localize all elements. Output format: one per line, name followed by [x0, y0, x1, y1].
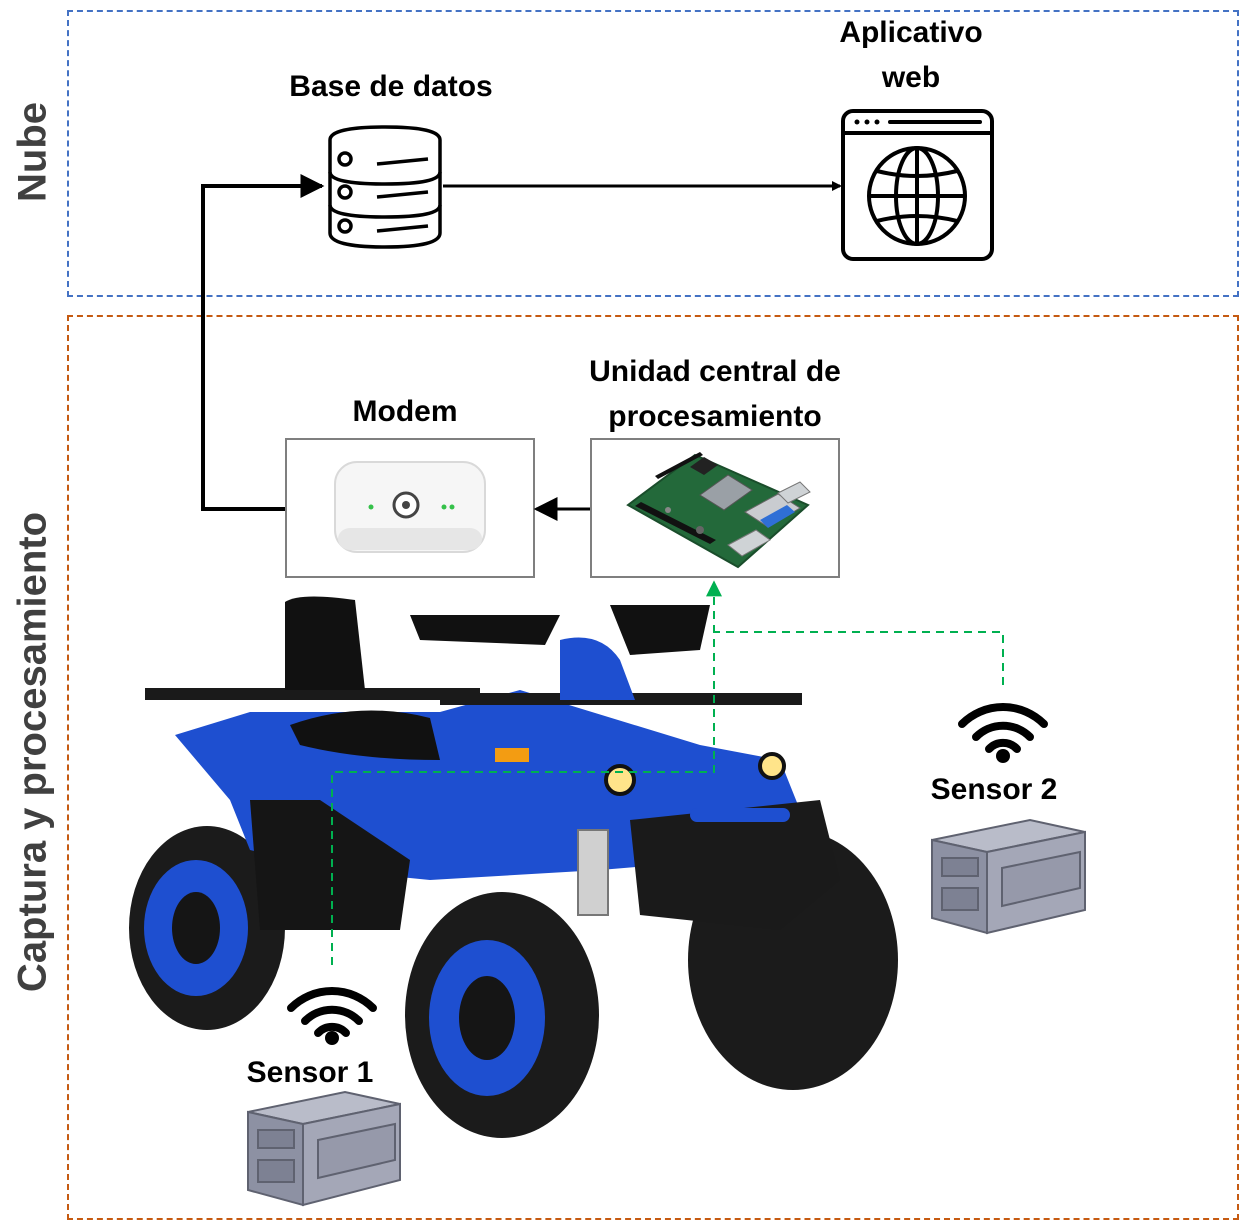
- connection-sensor2-cpu: [714, 631, 1004, 685]
- database-icon: [328, 125, 442, 249]
- cpu-label-line1: Unidad central de: [589, 355, 841, 388]
- sensor1-wifi-icon: [287, 987, 377, 1045]
- sensor2-label: Sensor 2: [930, 773, 1058, 806]
- webapp-label-line1: Aplicativo: [839, 16, 983, 49]
- cloud-zone: [67, 10, 1239, 297]
- atv-image: [129, 596, 898, 1138]
- sensor1-device: [247, 1090, 401, 1207]
- sensor-links: [331, 580, 1004, 965]
- modem-label: Modem: [352, 395, 458, 428]
- cpu-label: Unidad central de procesamiento: [589, 349, 841, 439]
- globe-browser-icon: [841, 109, 994, 261]
- connection-sensor1-cpu: [331, 580, 722, 965]
- webapp-label: Aplicativo web: [839, 10, 982, 100]
- capture-zone: [67, 315, 1239, 1220]
- connection-modem-database: [201, 174, 325, 511]
- modem-image: [334, 461, 486, 553]
- connections: [201, 174, 842, 521]
- sensor2-device: [931, 818, 1086, 935]
- raspberry-pi-image: [626, 452, 811, 569]
- database-label: Base de datos: [289, 70, 493, 103]
- webapp-label-line2: web: [881, 61, 941, 94]
- sensor1-label: Sensor 1: [246, 1056, 374, 1089]
- sensor2-wifi-icon: [958, 703, 1048, 763]
- cpu-label-line2: procesamiento: [608, 400, 822, 433]
